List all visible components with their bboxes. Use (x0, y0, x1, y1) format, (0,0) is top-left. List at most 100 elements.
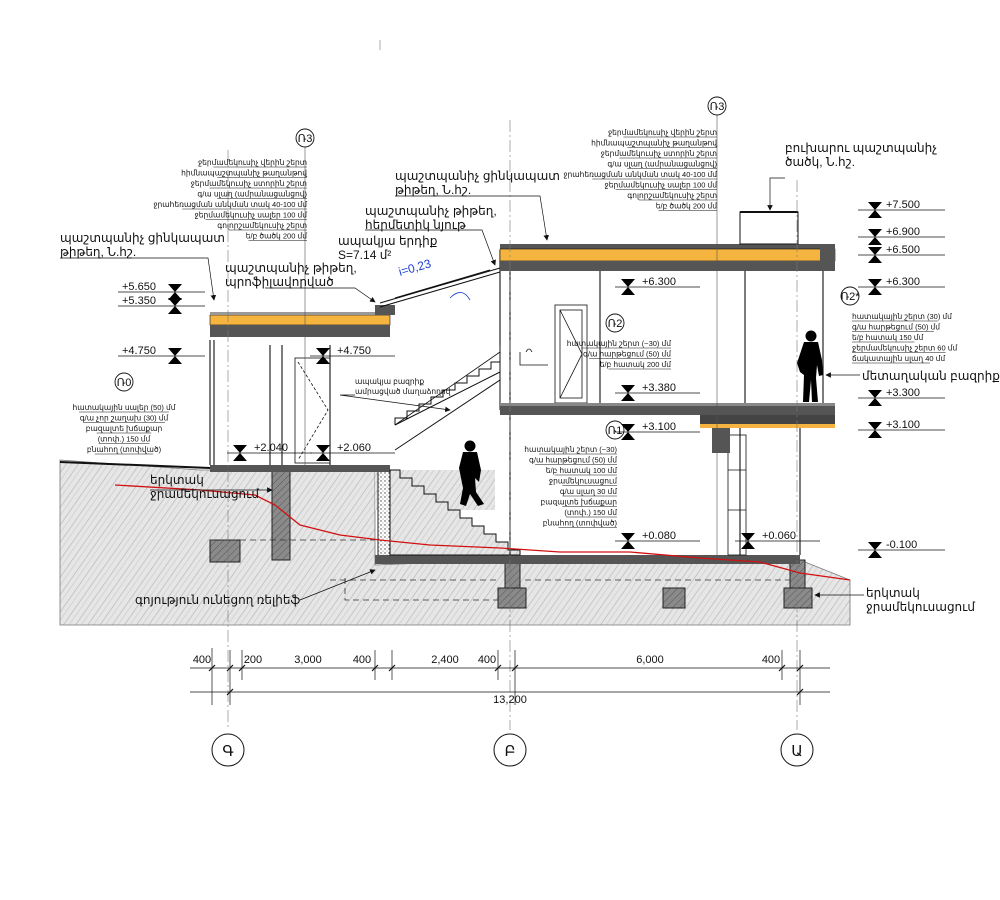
level-triangle (233, 445, 247, 453)
stair-lower (389, 469, 521, 556)
note-line: ջերմամեկուսիչ շերտ 60 մմ (852, 344, 957, 353)
level-triangle (621, 287, 635, 295)
dimension-chain (190, 648, 830, 705)
layer-tags (114, 96, 860, 440)
level-triangle (621, 424, 635, 432)
existing-ground-line (114, 484, 851, 581)
tag-r3-left: Ռ3 (298, 133, 313, 145)
axis-bubbles (211, 733, 814, 767)
note-line: հատակային շերտ (~30) (524, 445, 617, 454)
grid-lines (227, 40, 798, 730)
dim-total: 13,200 (493, 694, 527, 706)
note-line: ջերմամեկուսիչ ստորին շերտ (191, 179, 307, 188)
slope-arc (449, 292, 471, 301)
slab-ground-low (375, 555, 800, 564)
note-line: գ/ա հարթեցում (50) մմ (529, 456, 617, 465)
label-skylight-area: S=7.14 մ² (338, 248, 391, 262)
label-slope: i=0,23 (397, 256, 433, 279)
label-glass-rail-2: ամրացված մաղաձողով (355, 387, 451, 396)
level-triangle (868, 202, 882, 210)
tag-r0: Ռ0 (117, 377, 132, 389)
chimney (739, 211, 799, 245)
label-waterproof-left-2: ջրամեկուսացում (150, 487, 259, 501)
level-value: +3.300 (886, 387, 920, 399)
axis-label-left: Գ (222, 743, 233, 760)
label-cover-sheet-2: հերմետիկ նյութ (365, 218, 466, 232)
level-value: +2.040 (254, 442, 288, 454)
level-triangle (233, 453, 247, 461)
level-triangle (621, 432, 635, 440)
level-value: +5.350 (122, 295, 156, 307)
skylight (379, 267, 501, 308)
dim-400-b: 400 (353, 654, 371, 666)
note-line: բազալտե խճաքար (86, 424, 163, 433)
note-line: ե/բ ծածկ 200 մմ (246, 232, 308, 241)
note-line: (տոփ.) 150 մմ (564, 508, 617, 517)
label-glass-rail: ապակյա բազրիք (355, 377, 424, 386)
dim-400-c: 400 (478, 654, 496, 666)
note-line: գոլորշամեկուսիչ շերտ (627, 191, 717, 200)
level-triangle (868, 430, 882, 438)
note-line: հատակային սալեր (50) մմ (73, 403, 176, 412)
foundation-hidden-lines (210, 539, 790, 601)
label-ground-line: գոյություն ունեցող ռելիեֆ (135, 593, 300, 607)
level-triangle (621, 541, 635, 549)
note-line: (տոփ.) 150 մմ (98, 435, 151, 444)
level-triangle (316, 445, 330, 453)
level-value: +4.750 (337, 345, 371, 357)
note-floor-left: հատակային սալեր (50) մմգ/ա չոր շաղախ (30… (73, 403, 176, 455)
window-lower-right (727, 434, 747, 556)
level-triangle (168, 356, 182, 364)
level-value: +0.080 (642, 530, 676, 542)
note-line: ջերմամեկուսիչ սալեր 100 մմ (605, 181, 718, 190)
label-parapet-left-2: թիթեղ, Ն.հշ. (60, 245, 136, 259)
foundations (209, 469, 813, 609)
level-triangle (621, 385, 635, 393)
note-line: գ/ա սլաղ (ամրանացանցով) (197, 190, 307, 199)
note-line: ջրամեկուսացում (549, 477, 617, 486)
level-triangle (316, 453, 330, 461)
tag-r2: Ռ2 (608, 318, 623, 330)
sink (519, 348, 548, 366)
level-triangle (868, 255, 882, 263)
note-line: ե/բ հատակ 200 մմ (600, 360, 672, 369)
level-triangle (868, 550, 882, 558)
level-triangle (868, 542, 882, 550)
stair-upper (394, 345, 501, 451)
axis-label-mid: Բ (505, 743, 516, 760)
note-line: գ/ա հարթեցում (50) մմ (852, 323, 940, 332)
level-triangle (316, 356, 330, 364)
slab-roof-right (499, 244, 836, 271)
level-value: +6.900 (886, 226, 920, 238)
level-triangle (621, 393, 635, 401)
level-triangle (868, 210, 882, 218)
level-triangle (741, 533, 755, 541)
label-cover-cap: պաշտպանիչ թիթեղ, (225, 261, 357, 275)
level-triangle (741, 541, 755, 549)
note-line: հիմնապաշտպանիչ թաղանթով (181, 169, 307, 178)
dim-200: 200 (244, 654, 262, 666)
note-floor-upper: հատակային շերտ (~30) մմգ/ա հարթեցում (50… (567, 339, 672, 370)
level-triangle (868, 390, 882, 398)
dim-400-d: 400 (762, 654, 780, 666)
note-line: հատակային շերտ (30) մմ (852, 312, 952, 321)
level-triangle (621, 279, 635, 287)
level-triangle (868, 229, 882, 237)
dim-400-a: 400 (193, 654, 211, 666)
note-floor-balcony: հատակային շերտ (30) մմ գ/ա հարթեցում (50)… (852, 312, 957, 364)
dimension-ticks (208, 664, 804, 696)
tag-r3-right: Ռ3 (710, 101, 725, 113)
tag-r2-star: Ռ2* (840, 291, 860, 303)
level-triangle (868, 398, 882, 406)
label-skylight: ապակյա երդիք (338, 234, 437, 248)
note-line: բնահող (տոփված) (87, 445, 162, 454)
note-line: ե/բ հատակ 100 մմ (546, 466, 618, 475)
note-line: գոլորշամեկուսիչ շերտ (217, 221, 307, 230)
note-line: գ/ա սլաղ (ամրանացանցով) (607, 160, 717, 169)
label-cover-cap-2: պրոֆիլավորված (225, 275, 334, 289)
note-floor-ground: հատակային շերտ (~30) գ/ա հարթեցում (50) մ… (524, 445, 618, 528)
note-line: հիմնապաշտպանիչ թաղանթով (591, 139, 717, 148)
